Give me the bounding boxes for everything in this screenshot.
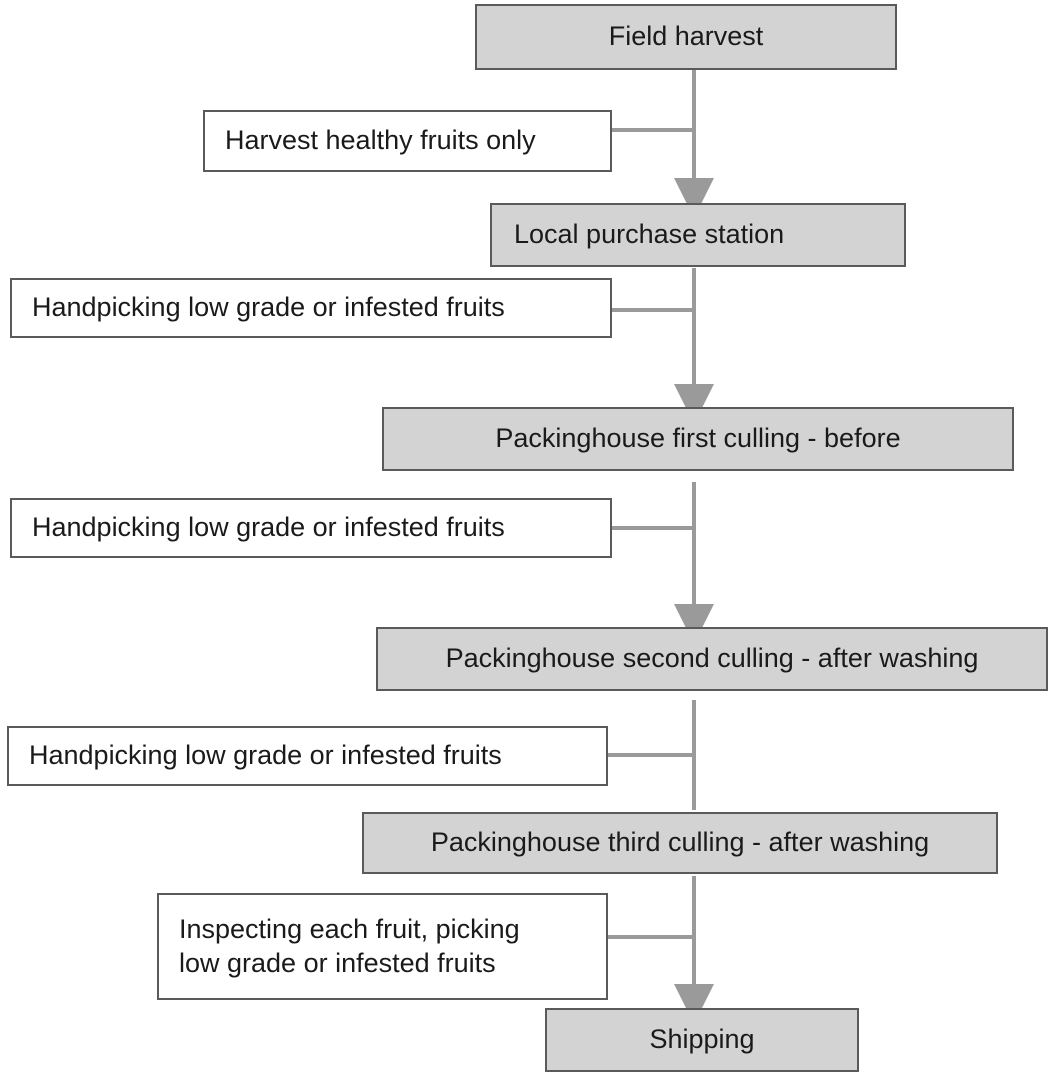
action-harvest-healthy: Harvest healthy fruits only [203, 110, 612, 172]
step-packinghouse-third-culling: Packinghouse third culling - after washi… [362, 812, 998, 874]
step-label: Packinghouse first culling - before [495, 423, 901, 454]
action-handpicking-3: Handpicking low grade or infested fruits [7, 726, 608, 786]
step-label: Packinghouse second culling - after wash… [445, 643, 979, 674]
action-label-line1: Inspecting each fruit, picking [179, 913, 520, 944]
action-inspecting-each-fruit: Inspecting each fruit, picking low grade… [157, 893, 608, 1000]
step-shipping: Shipping [545, 1008, 859, 1072]
step-label: Field harvest [608, 21, 764, 52]
step-packinghouse-first-culling: Packinghouse first culling - before [382, 407, 1014, 471]
action-label: Handpicking low grade or infested fruits [29, 740, 502, 771]
action-label: Handpicking low grade or infested fruits [32, 512, 505, 543]
action-label: Harvest healthy fruits only [225, 125, 536, 156]
step-label: Shipping [649, 1024, 755, 1055]
action-handpicking-1: Handpicking low grade or infested fruits [10, 278, 612, 338]
action-label-line2: low grade or infested fruits [179, 947, 496, 978]
step-label: Local purchase station [514, 219, 785, 250]
action-handpicking-2: Handpicking low grade or infested fruits [10, 498, 612, 558]
action-label: Handpicking low grade or infested fruits [32, 292, 505, 323]
step-field-harvest: Field harvest [475, 4, 897, 70]
step-local-purchase-station: Local purchase station [490, 203, 906, 267]
step-packinghouse-second-culling: Packinghouse second culling - after wash… [376, 627, 1048, 691]
step-label: Packinghouse third culling - after washi… [430, 827, 930, 858]
